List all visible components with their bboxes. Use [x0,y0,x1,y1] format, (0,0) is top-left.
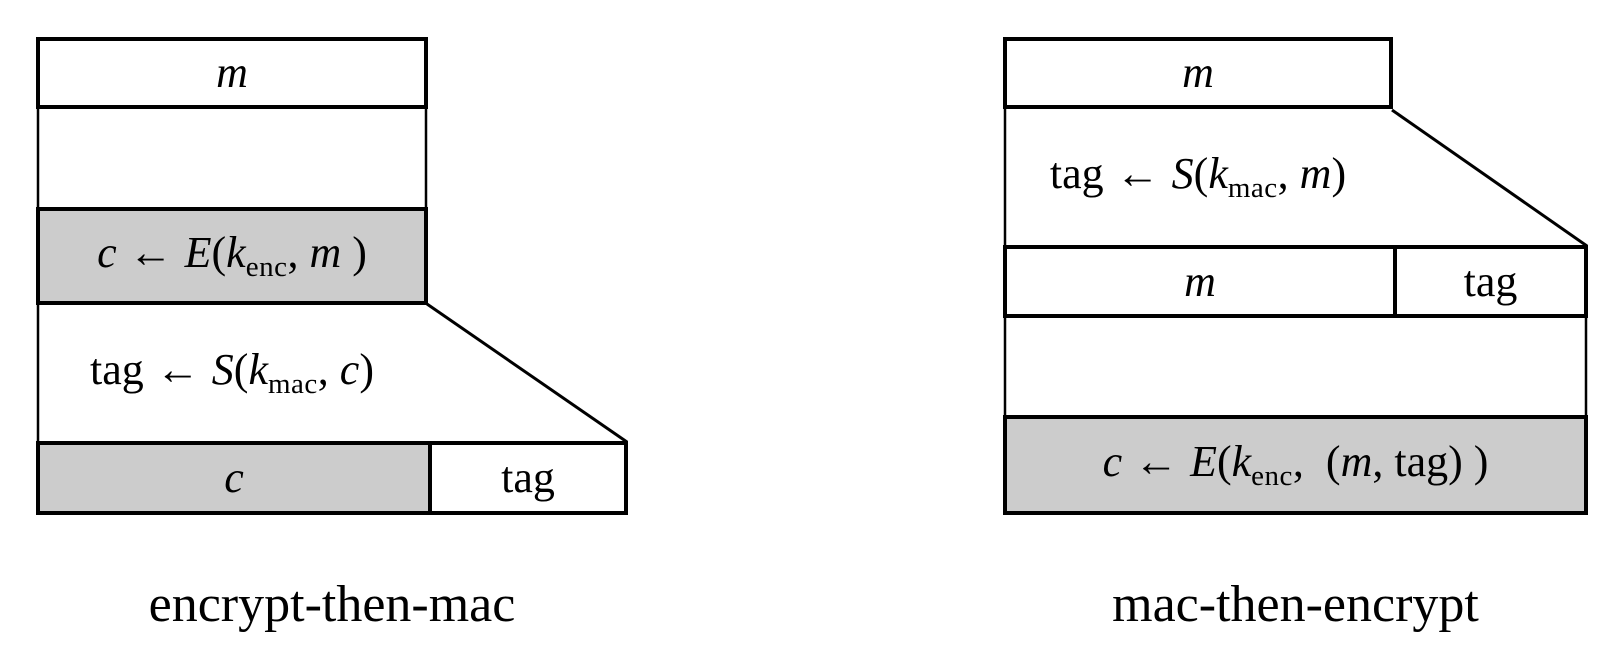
mte-diagonal-line [1391,108,1588,248]
mte-mac-argument: m [1299,148,1332,198]
mte-mac-open-paren: ( [1193,148,1209,198]
mte-mac-formula: tag←S(kmac, m) [1049,148,1347,204]
mte-mac-comma: , [1277,148,1300,198]
mte-enc-open-paren: ( [1216,436,1232,486]
left-arrow-glyph: ← [1115,148,1160,198]
etm-enc-function: E [184,227,212,277]
etm-enc-key-subscript: enc [245,250,288,283]
etm-output-tag-label: tag [501,453,555,502]
mte-enc-group-open: ( [1325,436,1341,486]
etm-mac-result: tag [90,344,144,394]
left-arrow-glyph: ← [155,344,200,394]
mte-concat-message-label: m [1184,256,1216,306]
etm-output-row: c tag [36,441,628,515]
left-arrow-glyph: ← [1134,436,1179,486]
mte-enc-comma: , [1292,436,1326,486]
etm-enc-comma: , [287,227,310,277]
etm-mac-key-subscript: mac [267,367,318,400]
etm-enc-result: c [97,227,117,277]
mte-message-box: m [1003,37,1393,109]
mte-enc-group-arg2: tag [1394,436,1449,486]
etm-enc-argument: m [309,227,342,277]
etm-mac-open-paren: ( [233,344,249,394]
etm-output-tag-cell: tag [432,445,624,511]
etm-message-label: m [216,48,248,97]
mte-enc-group-close: ) [1448,436,1463,486]
mte-caption: mac-then-encrypt [1112,575,1479,633]
mte-mac-close-paren: ) [1331,148,1347,198]
etm-output-cipher-label: c [224,453,244,502]
left-arrow-glyph: ← [128,227,173,277]
etm-mac-argument: c [339,344,360,394]
etm-enc-key-var: k [226,227,246,277]
mte-enc-function: E [1190,436,1217,486]
etm-message-box: m [36,37,428,109]
mte-concat-tag-cell: tag [1397,249,1584,314]
mte-concat-row: m tag [1003,245,1588,318]
mte-enc-close-paren: ) [1462,436,1489,486]
etm-mac-function: S [211,344,234,394]
mte-enc-group-comma: , [1372,436,1395,486]
etm-mac-key-var: k [248,344,268,394]
mte-mac-result: tag [1049,148,1104,198]
mte-mac-step-region: tag←S(kmac, m) [1003,109,1393,245]
mte-concat-message-cell: m [1007,249,1397,314]
mte-mac-key-subscript: mac [1227,171,1278,204]
etm-mac-formula: tag←S(kmac, c) [90,344,374,400]
mte-mac-key-var: k [1208,148,1228,198]
mte-encrypt-box: c←E(kenc, (m, tag) ) [1003,415,1588,515]
etm-mac-step-region: tag←S(kmac, c) [36,305,428,441]
etm-output-cipher-cell: c [40,445,432,511]
mte-concat-tag-label: tag [1463,256,1518,306]
etm-mac-comma: , [317,344,340,394]
etm-diagonal-line [426,302,628,444]
etm-encrypt-box: c←E(kenc, m ) [36,207,428,305]
mte-enc-group-arg1: m [1340,436,1373,486]
etm-caption: encrypt-then-mac [148,575,516,633]
etm-mac-close-paren: ) [359,344,374,394]
mte-enc-key-subscript: enc [1251,459,1293,492]
mte-encrypt-formula: c←E(kenc, (m, tag) ) [1102,436,1489,492]
mte-enc-result: c [1102,436,1123,486]
etm-enc-close-paren: ) [341,227,367,277]
etm-encrypt-formula: c←E(kenc, m ) [97,227,367,283]
mte-enc-key-var: k [1231,436,1252,486]
mte-mac-function: S [1171,148,1194,198]
etm-enc-open-paren: ( [211,227,227,277]
mte-message-label: m [1182,48,1214,97]
